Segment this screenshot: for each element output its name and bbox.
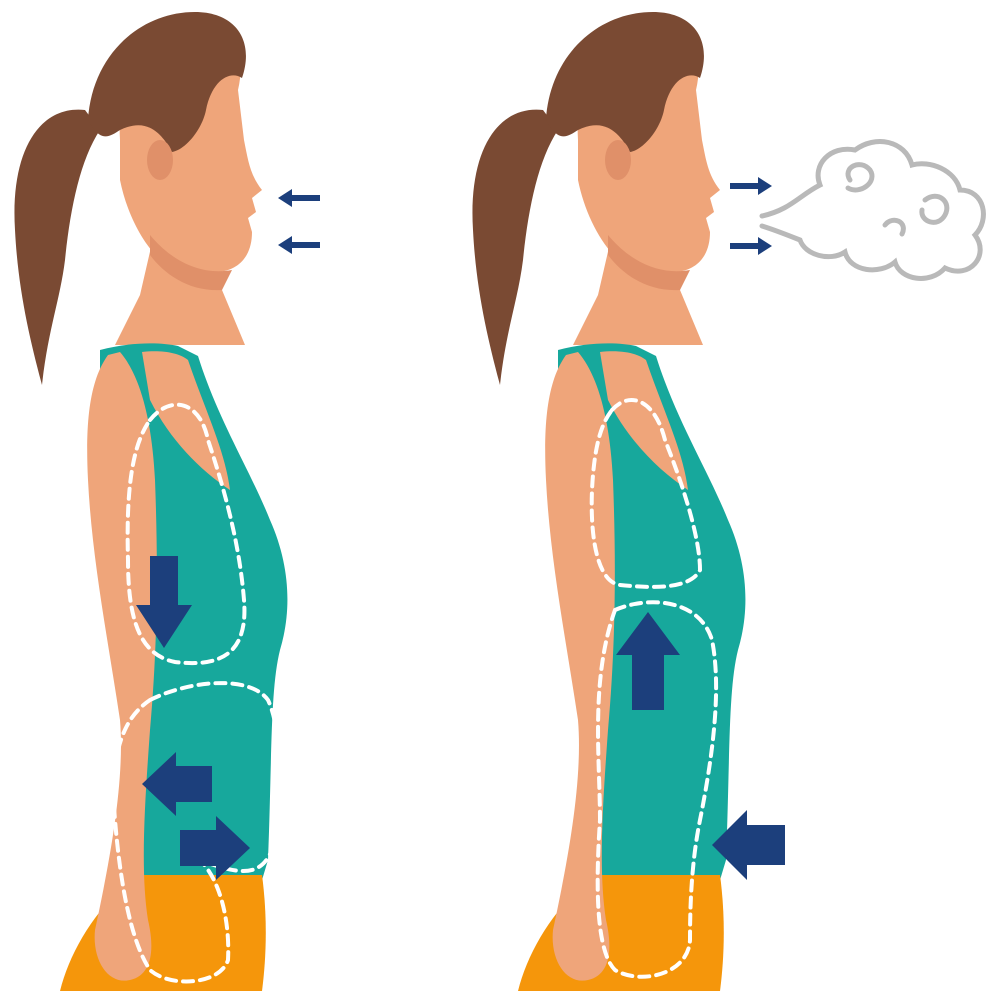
breath-out-arrow-icon (730, 237, 772, 255)
breath-in-arrow-icon (278, 189, 320, 207)
breath-in-arrow-icon (278, 236, 320, 254)
breath-cloud-icon (762, 142, 983, 279)
exhale-figure (472, 12, 745, 991)
breath-out-arrow-icon (730, 177, 772, 195)
inhale-figure (14, 12, 287, 991)
